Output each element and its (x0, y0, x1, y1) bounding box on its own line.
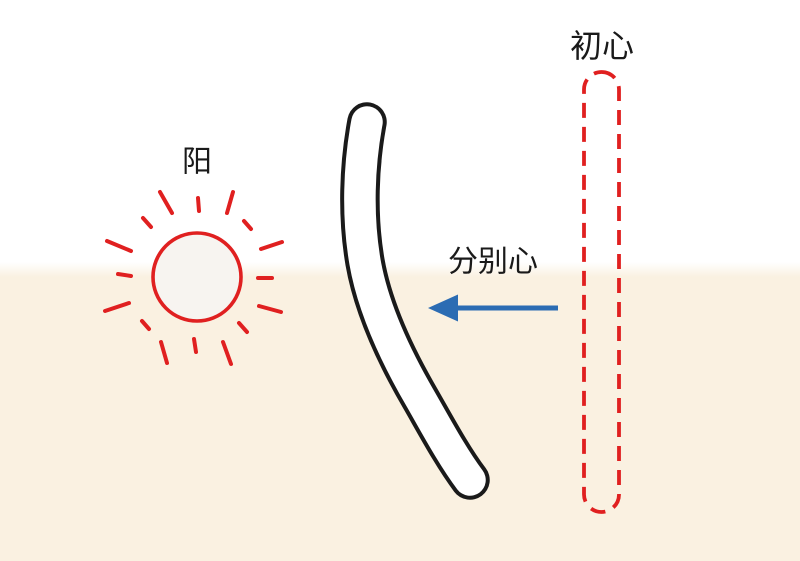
sun-icon (103, 190, 284, 366)
sun-rays (103, 190, 284, 366)
curved-stick-shape (340, 102, 490, 500)
arrow-head (428, 294, 458, 322)
left-arrow-icon (428, 294, 558, 322)
label-sun: 阳 (182, 146, 212, 179)
label-initial-mind: 初心 (570, 28, 634, 64)
dashed-pill-outline (582, 70, 621, 514)
stick-fill (344, 106, 486, 496)
sun-disc (151, 231, 243, 323)
label-discriminating-mind: 分别心 (448, 246, 538, 279)
